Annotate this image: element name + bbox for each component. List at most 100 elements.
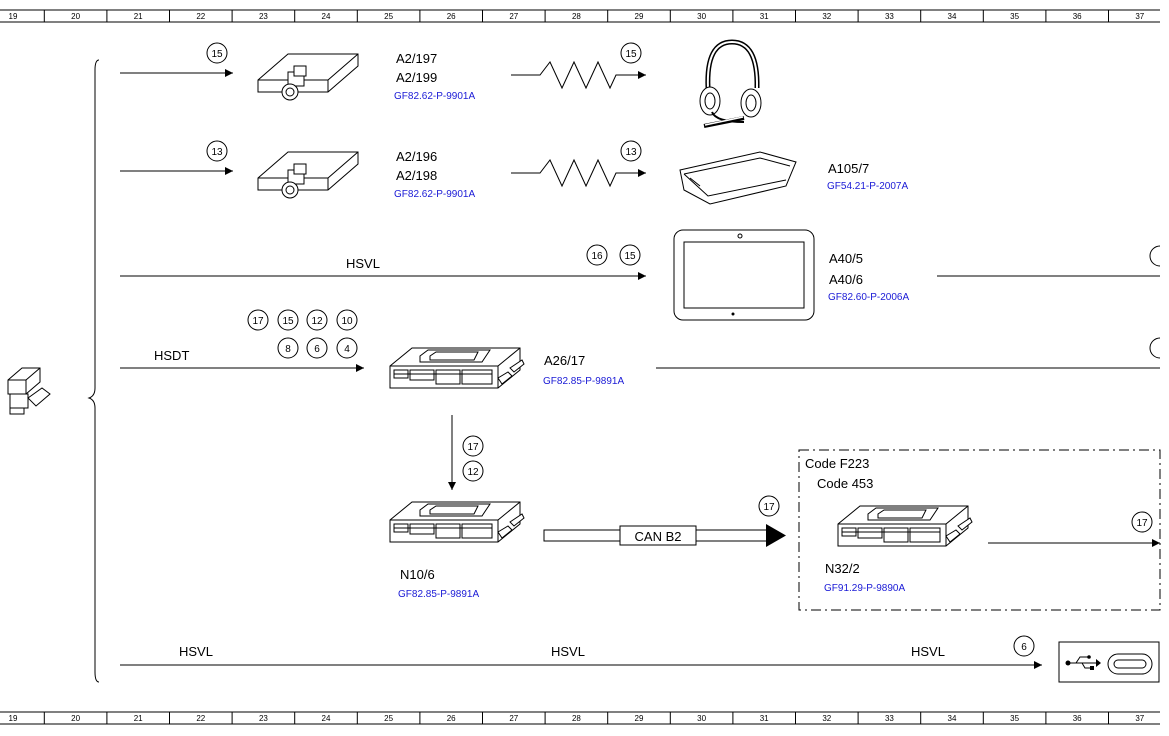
- ref-gf82-85-a[interactable]: GF82.85-P-9891A: [543, 376, 624, 387]
- designator-a2-198: A2/198: [396, 168, 437, 183]
- ref-gf82-85-b[interactable]: GF82.85-P-9891A: [398, 589, 479, 600]
- marker-r4-6: 6: [306, 337, 328, 359]
- designator-a26-17: A26/17: [544, 353, 585, 368]
- marker-r5-17: 17: [758, 495, 780, 517]
- control-unit-n32-2-icon: [837, 505, 973, 547]
- svg-text:4: 4: [344, 344, 350, 355]
- svg-text:12: 12: [311, 316, 323, 327]
- svg-text:12: 12: [467, 467, 479, 478]
- ruler-top-36: 36: [1073, 12, 1082, 21]
- marker-down-12: 12: [462, 460, 484, 482]
- marker-r3-b: 15: [619, 244, 641, 266]
- ref-gf82-62-a[interactable]: GF82.62-P-9901A: [394, 91, 475, 102]
- marker-down-17: 17: [462, 435, 484, 457]
- marker-r3-a: 16: [586, 244, 608, 266]
- svg-text:17: 17: [763, 502, 775, 513]
- svg-text:6: 6: [314, 344, 320, 355]
- svg-text:15: 15: [282, 316, 294, 327]
- ruler-top-22: 22: [196, 12, 205, 21]
- rear-tablet-icon: [679, 151, 797, 205]
- ruler-top-30: 30: [697, 12, 706, 21]
- marker-r2-out: 13: [620, 140, 642, 162]
- ruler-bottom-36: 36: [1073, 714, 1082, 723]
- designator-a2-196: A2/196: [396, 149, 437, 164]
- ref-gf91-29[interactable]: GF91.29-P-9890A: [824, 583, 905, 594]
- top-ruler: [0, 9, 1160, 23]
- marker-r2-in: 13: [206, 140, 228, 162]
- ruler-bottom-28: 28: [572, 714, 581, 723]
- ruler-top-29: 29: [635, 12, 644, 21]
- ref-gf82-62-b[interactable]: GF82.62-P-9901A: [394, 189, 475, 200]
- ruler-bottom-21: 21: [134, 714, 143, 723]
- bus-label-hsvl-1: HSVL: [346, 256, 380, 271]
- ruler-top-31: 31: [760, 12, 769, 21]
- ruler-bottom-31: 31: [760, 714, 769, 723]
- marker-r1-in: 15: [206, 42, 228, 64]
- ruler-bottom-32: 32: [822, 714, 831, 723]
- ruler-bottom-23: 23: [259, 714, 268, 723]
- bus-label-hsvl-2: HSVL: [179, 644, 213, 659]
- ref-gf82-60[interactable]: GF82.60-P-2006A: [828, 292, 909, 303]
- marker-r4-15: 15: [277, 309, 299, 331]
- marker-r4-17: 17: [247, 309, 269, 331]
- svg-text:CAN B2: CAN B2: [635, 529, 682, 544]
- svg-text:13: 13: [625, 147, 637, 158]
- ruler-bottom-22: 22: [196, 714, 205, 723]
- svg-text:10: 10: [341, 316, 353, 327]
- ruler-top-33: 33: [885, 12, 894, 21]
- svg-text:15: 15: [211, 49, 223, 60]
- designator-a2-197: A2/197: [396, 51, 437, 66]
- ruler-bottom-35: 35: [1010, 714, 1019, 723]
- ruler-top-27: 27: [509, 12, 518, 21]
- ruler-top-28: 28: [572, 12, 581, 21]
- ruler-top-34: 34: [948, 12, 957, 21]
- bus-label-hsdt: HSDT: [154, 348, 189, 363]
- ruler-top-32: 32: [822, 12, 831, 21]
- ruler-top-23: 23: [259, 12, 268, 21]
- bus-label-hsvl-4: HSVL: [911, 644, 945, 659]
- ruler-bottom-26: 26: [447, 714, 456, 723]
- ruler-bottom-19: 19: [9, 714, 18, 723]
- marker-r4-10: 10: [336, 309, 358, 331]
- ruler-top-26: 26: [447, 12, 456, 21]
- ruler-top-37: 37: [1135, 12, 1144, 21]
- control-unit-a26-17-icon: [389, 347, 525, 389]
- ruler-bottom-24: 24: [322, 714, 331, 723]
- wireless-link-line-2: [511, 158, 646, 188]
- ruler-top-35: 35: [1010, 12, 1019, 21]
- svg-text:17: 17: [1136, 518, 1148, 529]
- code-453-label: Code 453: [817, 476, 873, 491]
- display-tablet-icon: [673, 229, 815, 321]
- gateway-module-partial: [7, 367, 51, 415]
- usb-c-port-icon: [1107, 653, 1153, 675]
- designator-a2-199: A2/199: [396, 70, 437, 85]
- svg-text:16: 16: [591, 251, 603, 262]
- designator-n32-2: N32/2: [825, 561, 860, 576]
- marker-option-17: 17: [1131, 511, 1153, 533]
- offpage-marker-r4: [1149, 337, 1161, 359]
- ruler-bottom-34: 34: [948, 714, 957, 723]
- ruler-top-24: 24: [322, 12, 331, 21]
- antenna-module-icon-2: [257, 151, 359, 199]
- ruler-bottom-30: 30: [697, 714, 706, 723]
- svg-text:13: 13: [211, 147, 223, 158]
- ruler-top-19: 19: [9, 12, 18, 21]
- ruler-bottom-37: 37: [1135, 714, 1144, 723]
- ruler-bottom-25: 25: [384, 714, 393, 723]
- designator-a40-6: A40/6: [829, 272, 863, 287]
- marker-r4-4: 4: [336, 337, 358, 359]
- svg-text:17: 17: [467, 442, 479, 453]
- ruler-bottom-20: 20: [71, 714, 80, 723]
- marker-r1-out: 15: [620, 42, 642, 64]
- bottom-ruler: [0, 711, 1160, 725]
- ruler-bottom-29: 29: [635, 714, 644, 723]
- group-brace: [87, 59, 100, 683]
- designator-a40-5: A40/5: [829, 251, 863, 266]
- ref-gf54-21[interactable]: GF54.21-P-2007A: [827, 181, 908, 192]
- can-b2-bus-arrow: CAN B2: [543, 524, 786, 547]
- svg-text:15: 15: [624, 251, 636, 262]
- svg-text:6: 6: [1021, 642, 1027, 653]
- antenna-module-icon: [257, 53, 359, 101]
- bus-label-hsvl-3: HSVL: [551, 644, 585, 659]
